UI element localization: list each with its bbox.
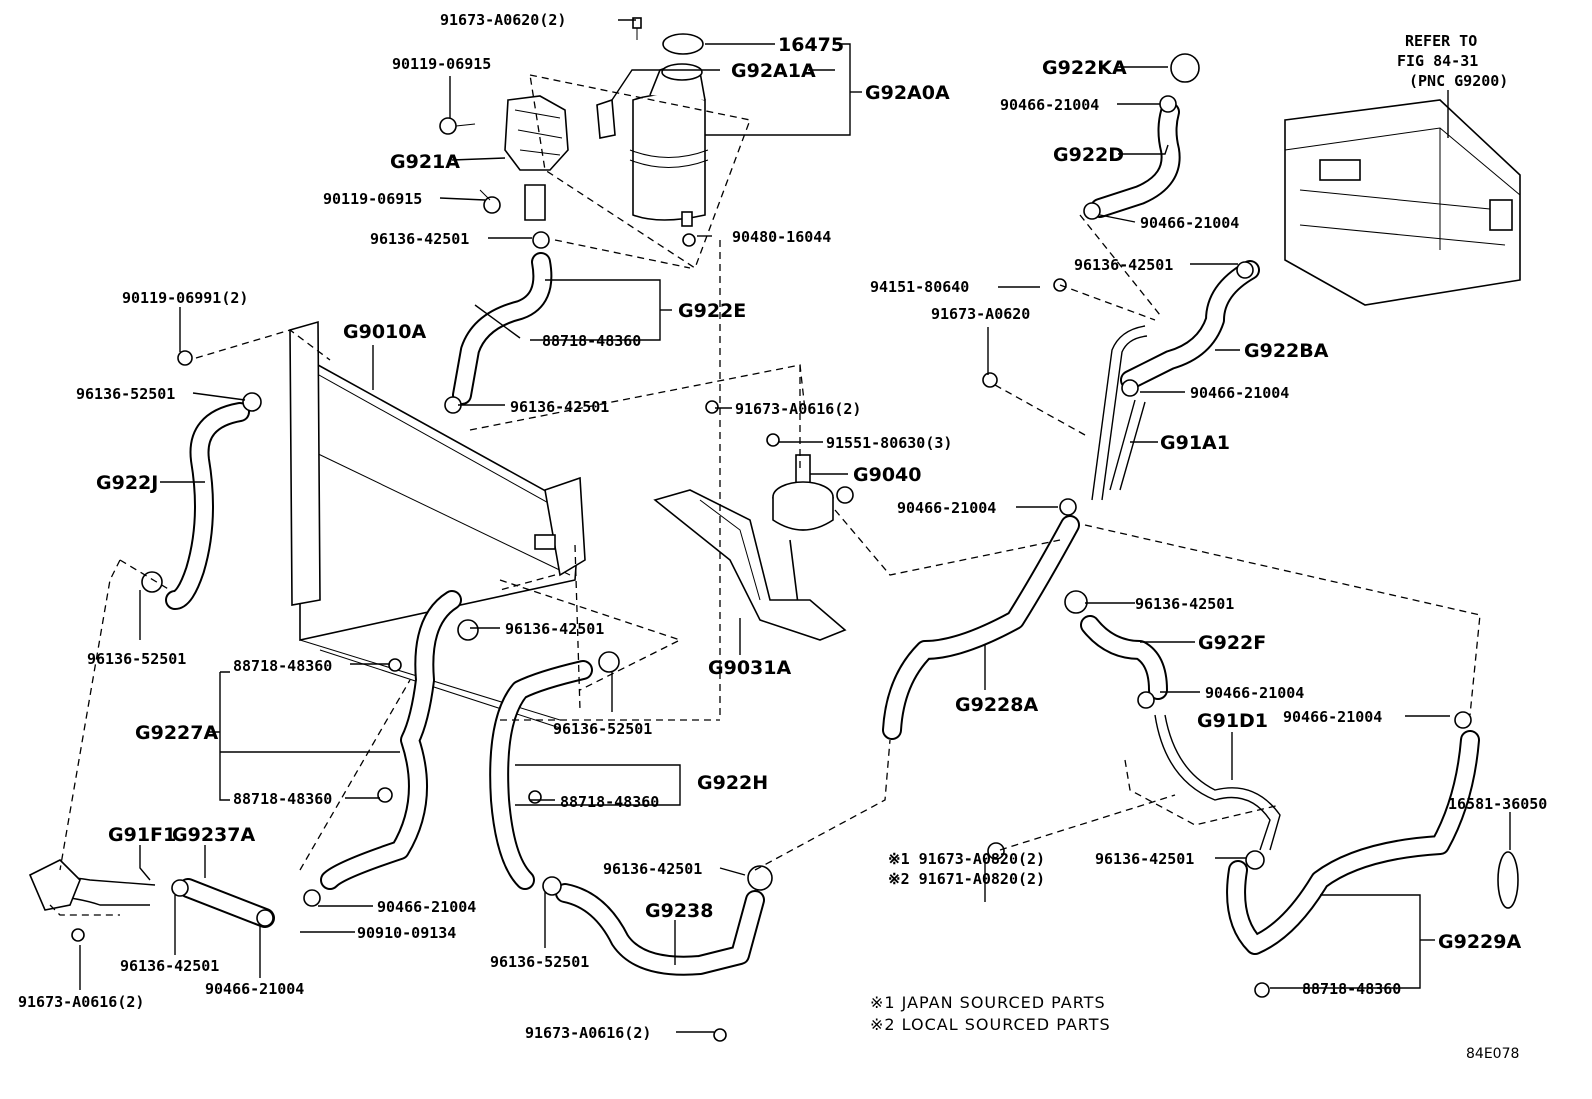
- label-96136-52501-c: 96136-52501: [553, 720, 652, 738]
- label-91673-a0620: 91673-A0620: [931, 305, 1030, 323]
- footnotes: ※1 JAPAN SOURCED PARTS ※2 LOCAL SOURCED …: [870, 993, 1111, 1034]
- label-90119-06991-2: 90119-06991(2): [122, 289, 248, 307]
- label-g9227a: G9227A: [135, 722, 218, 744]
- label-16475: 16475: [778, 34, 844, 56]
- label-g922ba: G922BA: [1244, 340, 1329, 362]
- label-g9229a: G9229A: [1438, 931, 1521, 953]
- sensor-16581: [1497, 851, 1519, 909]
- label-88718-48360-a: 88718-48360: [542, 332, 641, 350]
- label-90466-21004-d: 90466-21004: [1140, 214, 1239, 232]
- label-90466-21004-a: 90466-21004: [377, 898, 476, 916]
- label-g9040: G9040: [853, 464, 921, 486]
- label-96136-42501-i: 96136-42501: [1095, 850, 1194, 868]
- water-pump: [772, 454, 854, 621]
- label-90466-21004-h: 90466-21004: [1283, 708, 1382, 726]
- label-90119-06915-a: 90119-06915: [392, 55, 491, 73]
- radiator: [289, 320, 586, 729]
- label-88718-48360-c: 88718-48360: [233, 790, 332, 808]
- leader-lines: [79, 19, 1511, 1033]
- label-91673-a0616-2-a: 91673-A0616(2): [735, 400, 861, 418]
- label-88718-48360-e: 88718-48360: [1302, 980, 1401, 998]
- label-91551-80630-3: 91551-80630(3): [826, 434, 952, 452]
- label-g92a0a: G92A0A: [865, 82, 950, 104]
- label-96136-42501-a: 96136-42501: [370, 230, 469, 248]
- pump-bracket: [653, 489, 847, 641]
- label-90466-21004-f: 90466-21004: [897, 499, 996, 517]
- label-94151-80640: 94151-80640: [870, 278, 969, 296]
- label-91673-a0620-2: 91673-A0620(2): [440, 11, 566, 29]
- label-g922d: G922D: [1053, 144, 1124, 166]
- label-g9237a: G9237A: [172, 824, 255, 846]
- label-96136-42501-f: 96136-42501: [603, 860, 702, 878]
- label-91673-a0616-2-c: 91673-A0616(2): [525, 1024, 651, 1042]
- label-90910-09134: 90910-09134: [357, 924, 456, 942]
- figure-id: 84E078: [1466, 1046, 1519, 1062]
- label-g922e: G922E: [678, 300, 746, 322]
- label-90466-21004-g: 90466-21004: [1205, 684, 1304, 702]
- label-marked-1: ※1 91673-A0820(2): [888, 850, 1045, 868]
- label-g9010a: G9010A: [343, 321, 426, 343]
- label-90119-06915-b: 90119-06915: [323, 190, 422, 208]
- refer-line-2: FIG 84-31: [1397, 52, 1478, 70]
- label-g9031a: G9031A: [708, 657, 791, 679]
- label-g92a1a: G92A1A: [731, 60, 816, 82]
- label-16581-36050: 16581-36050: [1448, 795, 1547, 813]
- label-90466-21004-b: 90466-21004: [205, 980, 304, 998]
- reservoir-tank: [596, 33, 709, 227]
- refer-note: REFER TO FIG 84-31 (PNC G9200): [1397, 32, 1508, 90]
- label-90466-21004-e: 90466-21004: [1190, 384, 1289, 402]
- label-96136-42501-g: 96136-42501: [1074, 256, 1173, 274]
- label-96136-42501-d: 96136-42501: [120, 957, 219, 975]
- label-g922j: G922J: [96, 472, 158, 494]
- label-g91d1: G91D1: [1197, 710, 1268, 732]
- label-g9228a: G9228A: [955, 694, 1038, 716]
- part-labels: 91673-A0620(2) 16475 G92A1A G92A0A 90119…: [18, 11, 1547, 1042]
- label-96136-42501-c: 96136-42501: [505, 620, 604, 638]
- label-marked-2: ※2 91671-A0820(2): [888, 870, 1045, 888]
- label-96136-52501-a: 96136-52501: [76, 385, 175, 403]
- label-96136-42501-b: 96136-42501: [510, 398, 609, 416]
- bracket-g921a: [439, 17, 642, 221]
- inverter: [1284, 99, 1521, 306]
- label-96136-42501-h: 96136-42501: [1135, 595, 1234, 613]
- label-g922ka: G922KA: [1042, 57, 1127, 79]
- footnote-local: ※2 LOCAL SOURCED PARTS: [870, 1015, 1111, 1034]
- refer-line-3: (PNC G9200): [1409, 72, 1508, 90]
- footnote-japan: ※1 JAPAN SOURCED PARTS: [870, 993, 1106, 1012]
- dashed-lines: [49, 214, 1481, 916]
- label-96136-52501-d: 96136-52501: [490, 953, 589, 971]
- tank-box: [529, 74, 751, 269]
- label-91673-a0616-2-b: 91673-A0616(2): [18, 993, 144, 1011]
- label-g91a1: G91A1: [1160, 432, 1230, 454]
- label-g91f1: G91F1: [108, 824, 176, 846]
- label-g9238: G9238: [645, 900, 713, 922]
- refer-line-1: REFER TO: [1405, 32, 1477, 50]
- label-90466-21004-c: 90466-21004: [1000, 96, 1099, 114]
- hoses: [28, 102, 1480, 976]
- label-90480-16044: 90480-16044: [732, 228, 831, 246]
- label-96136-52501-b: 96136-52501: [87, 650, 186, 668]
- cap-g922ka: [1170, 53, 1200, 83]
- label-88718-48360-d: 88718-48360: [560, 793, 659, 811]
- label-g922h: G922H: [697, 772, 768, 794]
- label-g921a: G921A: [390, 151, 460, 173]
- clamps: [71, 95, 1472, 1042]
- label-g922f: G922F: [1198, 632, 1266, 654]
- label-88718-48360-b: 88718-48360: [233, 657, 332, 675]
